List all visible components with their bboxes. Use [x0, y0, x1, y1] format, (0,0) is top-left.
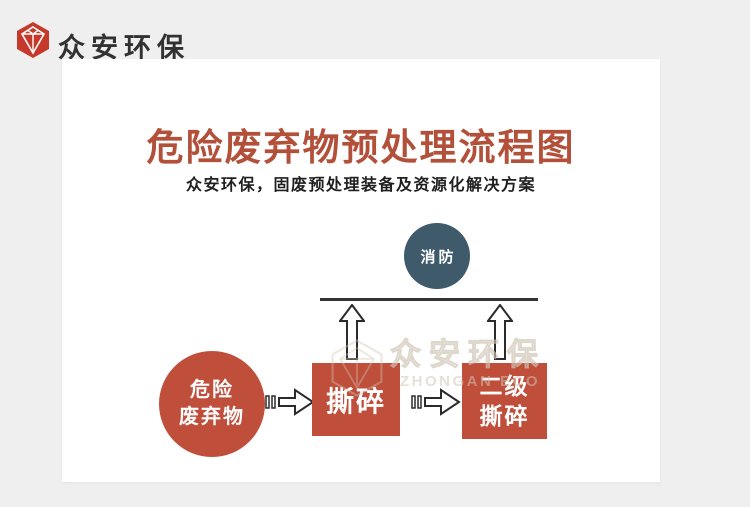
hazardous-waste-node: 危险 废弃物 [159, 351, 265, 457]
secondary-shred-label-line2: 撕碎 [479, 403, 530, 429]
hazardous-waste-label-line2: 废弃物 [179, 406, 245, 428]
up-arrow-icon [487, 304, 513, 360]
page-title: 危险废弃物预处理流程图 [146, 127, 576, 168]
up-arrow-icon [339, 304, 365, 360]
fire-node: 消防 [404, 223, 470, 289]
hazardous-waste-label-line1: 危险 [190, 379, 234, 401]
fire-node-label: 消防 [420, 248, 457, 266]
page-subtitle: 众安环保，固废预处理装备及资源化解决方案 [185, 177, 536, 194]
arrow-right-icon [411, 388, 461, 416]
separator-line [320, 298, 538, 301]
arrow-right-icon [265, 388, 315, 416]
shred-step-box: 撕碎 [312, 363, 400, 436]
secondary-shred-step-box: 二级 撕碎 [462, 363, 547, 439]
brand-logo-icon [17, 22, 49, 58]
brand-name: 众安环保 [58, 33, 190, 63]
shred-step-label: 撕碎 [325, 385, 386, 417]
secondary-shred-label-line1: 二级 [479, 373, 530, 399]
content-card: 危险废弃物预处理流程图 众安环保，固废预处理装备及资源化解决方案 消防 危险 废… [62, 59, 660, 482]
